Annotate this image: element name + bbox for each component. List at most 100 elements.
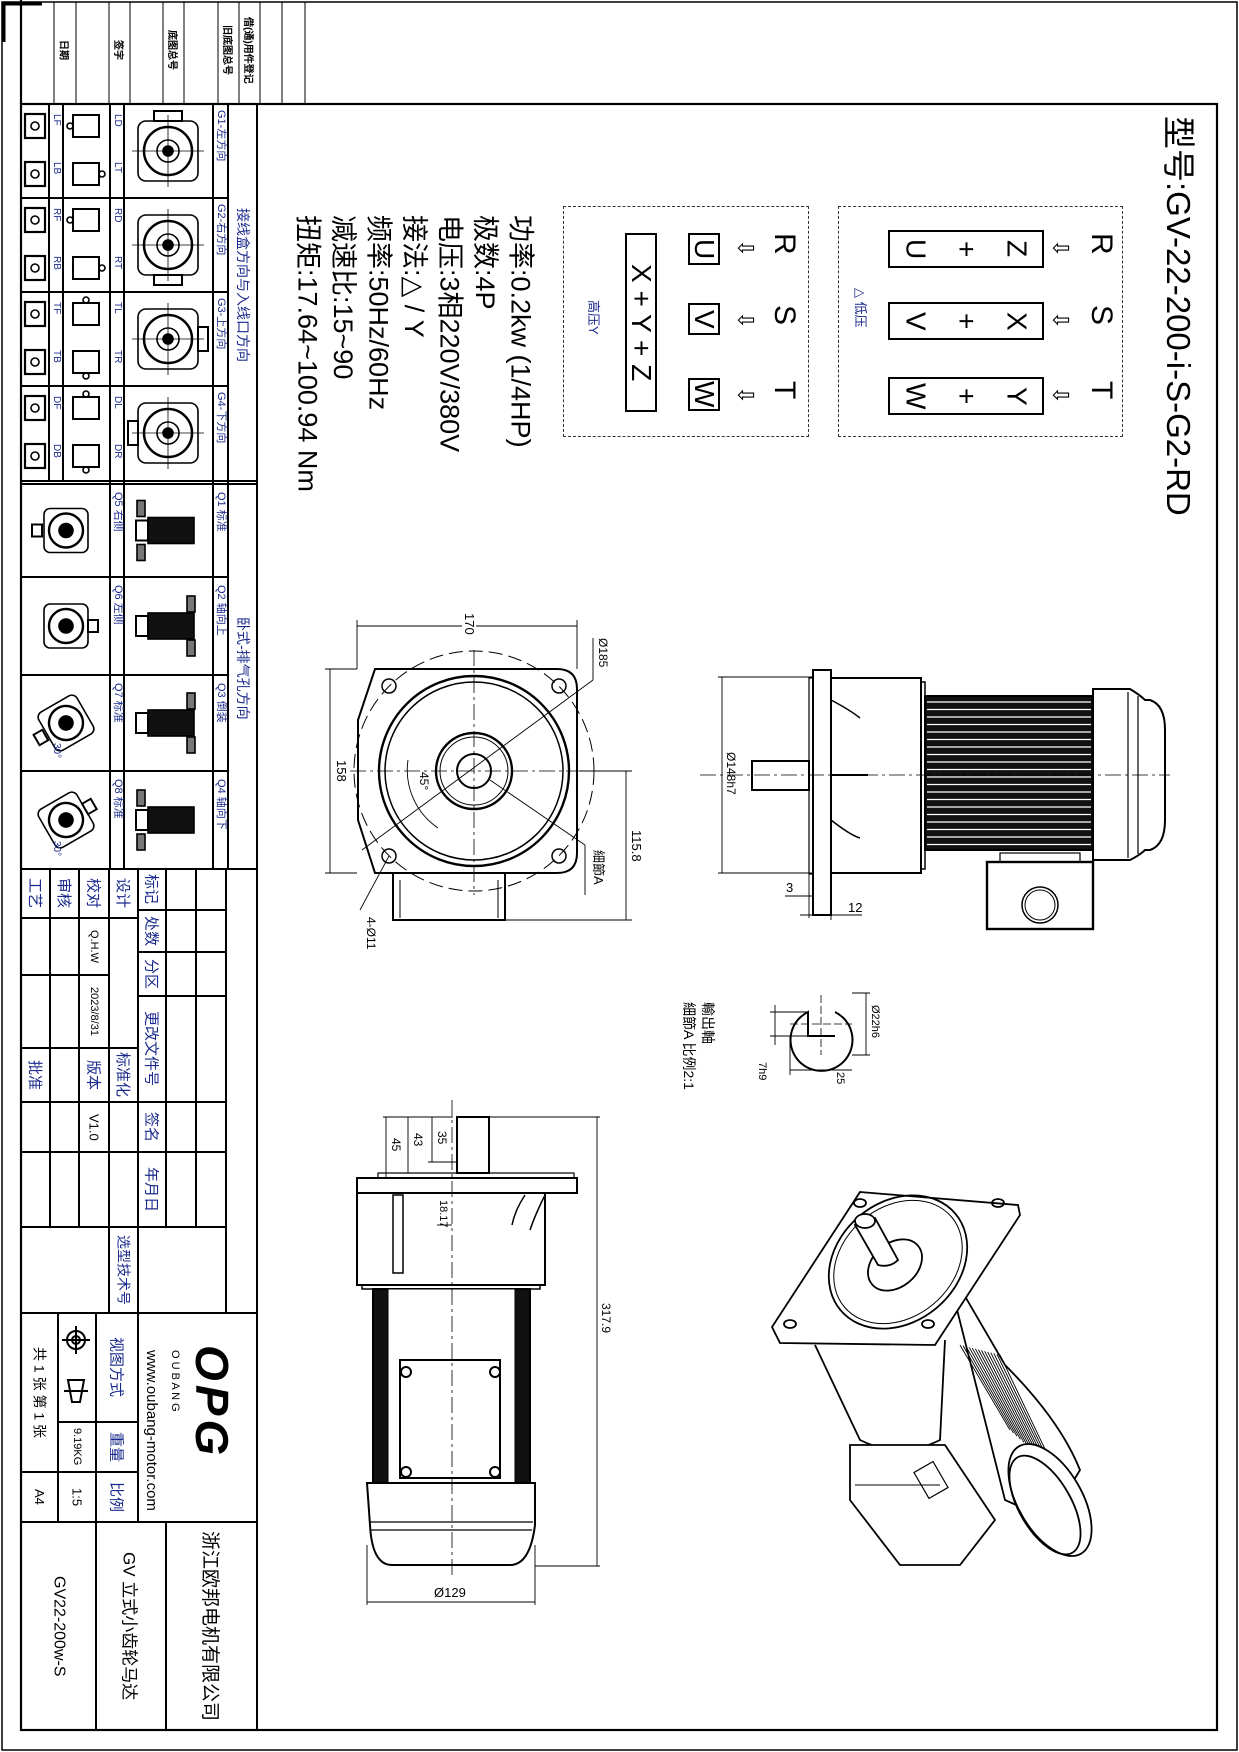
arrow-left-icon: ⇦ bbox=[1052, 308, 1071, 333]
direction-code: TF bbox=[51, 302, 62, 315]
shaft-detail-subtitle: 細節A 比例2:1 bbox=[681, 1002, 697, 1090]
cooling-fin bbox=[959, 1344, 1011, 1431]
winding-pair-uz: U + Z bbox=[888, 230, 1044, 268]
product-name: GV 立式小齿轮马达 bbox=[119, 1551, 139, 1701]
front-view-drawing bbox=[325, 620, 632, 921]
dim-angle: 45° bbox=[417, 772, 431, 791]
label-weight: 重量 bbox=[107, 1431, 125, 1462]
dim-pilot: Ø148h7 bbox=[724, 752, 738, 795]
plus-sign: + bbox=[950, 312, 982, 330]
q-vent-label: Q8 标准 bbox=[112, 779, 124, 819]
terminal-s: S bbox=[768, 305, 801, 326]
vent-direction-icon bbox=[31, 507, 89, 554]
winding-pair-wy: W + Y bbox=[888, 377, 1044, 415]
star-point-label: X + Y + Z bbox=[626, 263, 657, 382]
g-direction-label: G2-右方向 bbox=[215, 204, 227, 256]
terminal-box-icon bbox=[72, 256, 106, 280]
terminal-box-icon bbox=[66, 114, 100, 138]
weight-value: 9.19KG bbox=[71, 1428, 83, 1466]
direction-code: DR bbox=[112, 444, 123, 459]
projection-symbol-icon bbox=[62, 1326, 90, 1403]
cooling-fin bbox=[990, 1352, 1046, 1461]
terminal-r: R bbox=[768, 233, 801, 255]
cooling-fin bbox=[984, 1350, 1039, 1455]
direction-code: TB bbox=[51, 350, 62, 363]
high-voltage-label: 高压Y bbox=[586, 300, 601, 335]
vertical-view-drawing bbox=[356, 1100, 600, 1605]
inlet-icon bbox=[23, 348, 47, 376]
direction-code: RF bbox=[51, 208, 62, 222]
shaft-detail-drawing bbox=[770, 992, 870, 1075]
spec-ratio: 减速比:15~90 bbox=[328, 215, 358, 380]
website-link[interactable]: www.oubang-motor.com bbox=[143, 1350, 160, 1511]
direction-code: DB bbox=[51, 444, 62, 458]
winding-label: U bbox=[689, 238, 720, 260]
cooling-fin bbox=[987, 1351, 1042, 1458]
direction-code: TL bbox=[112, 302, 123, 314]
plus-sign: + bbox=[950, 240, 982, 258]
terminal-box-icon bbox=[72, 162, 106, 186]
angle-label: 30° bbox=[51, 841, 62, 857]
dim-pcd: Ø185 bbox=[596, 638, 610, 668]
cooling-fin bbox=[981, 1350, 1035, 1452]
g-direction-label: G4-下方向 bbox=[215, 392, 227, 444]
header-shared-parts-label: 借(通)用件登记 bbox=[242, 16, 253, 84]
dim-45: 45 bbox=[389, 1138, 403, 1152]
winding-pair-vx: V + X bbox=[888, 302, 1044, 340]
winding-label: W bbox=[900, 382, 932, 410]
arrow-left-icon: ⇦ bbox=[737, 308, 756, 333]
label-design: 设计 bbox=[114, 878, 131, 909]
label-process: 工艺 bbox=[26, 878, 43, 909]
inlet-icon bbox=[23, 442, 47, 470]
winding-v: V bbox=[688, 303, 720, 335]
title-block-grid bbox=[21, 869, 257, 1730]
low-voltage-label: △ 低压 bbox=[853, 288, 868, 328]
q-mount-label: Q2 轴向上 bbox=[215, 585, 227, 636]
terminal-box-icon bbox=[72, 390, 100, 420]
star-point-box: X + Y + Z bbox=[625, 233, 657, 412]
terminal-box-icon bbox=[72, 444, 100, 474]
direction-code: DF bbox=[51, 396, 62, 410]
section-vent-direction: 卧式-排气孔方向 bbox=[235, 617, 251, 720]
dim-43: 43 bbox=[411, 1133, 425, 1147]
mounting-orientation-icon bbox=[135, 692, 196, 754]
winding-label: V bbox=[900, 311, 932, 331]
label-count: 处数 bbox=[142, 915, 160, 946]
cooling-fin bbox=[965, 1346, 1018, 1437]
dim-height: 158 bbox=[334, 760, 349, 782]
dim-key-depth: 25 bbox=[834, 1072, 846, 1085]
detail-a-callout: 細節A bbox=[591, 850, 606, 885]
spec-frequency: 频率:50Hz/60Hz bbox=[363, 215, 394, 411]
left-panel-grid bbox=[21, 104, 258, 1730]
terminal-r: R bbox=[1085, 233, 1118, 255]
dim-motor-dia: Ø129 bbox=[434, 1585, 466, 1600]
brand-name: O U B A N G bbox=[169, 1350, 181, 1412]
sheet-count: 共 1 张 第 1 张 bbox=[31, 1346, 48, 1439]
winding-w: W bbox=[688, 378, 720, 411]
high-voltage-wiring-box bbox=[563, 206, 809, 437]
header-date-label: 日期 bbox=[57, 40, 69, 60]
model-title: 型号:GV-22-200-i-S-G2-RD bbox=[1160, 116, 1197, 516]
mounting-orientation-icon bbox=[135, 595, 196, 657]
arrow-left-icon: ⇦ bbox=[737, 383, 756, 408]
section-terminal-box-direction: 接线盒方向与入线口方向 bbox=[235, 208, 251, 362]
winding-label: X bbox=[1001, 311, 1033, 331]
mounting-orientation-icon bbox=[135, 499, 195, 562]
isometric-view-drawing bbox=[770, 1191, 1093, 1566]
motor-front-icon bbox=[132, 209, 204, 286]
check-date-value: 2023/8/31 bbox=[88, 987, 100, 1036]
company-name: 浙江欧邦电机有限公司 bbox=[199, 1530, 220, 1721]
vent-direction-icon bbox=[37, 791, 99, 849]
terminal-box-icon bbox=[72, 350, 100, 380]
dim-shaft-dia: Ø22h6 bbox=[869, 1005, 881, 1039]
spec-power: 功率:0.2kw (1/4HP) bbox=[505, 215, 536, 448]
company-logo: OPG bbox=[186, 1345, 238, 1460]
terminal-box-icon bbox=[66, 208, 100, 232]
dim-length: 317.9 bbox=[599, 1303, 613, 1334]
arrow-left-icon: ⇦ bbox=[737, 236, 756, 261]
terminal-s: S bbox=[1085, 305, 1118, 326]
label-change-doc: 更改文件号 bbox=[142, 1011, 160, 1087]
inlet-icon bbox=[23, 394, 47, 422]
dim-18-17: 18.17 bbox=[437, 1200, 449, 1228]
